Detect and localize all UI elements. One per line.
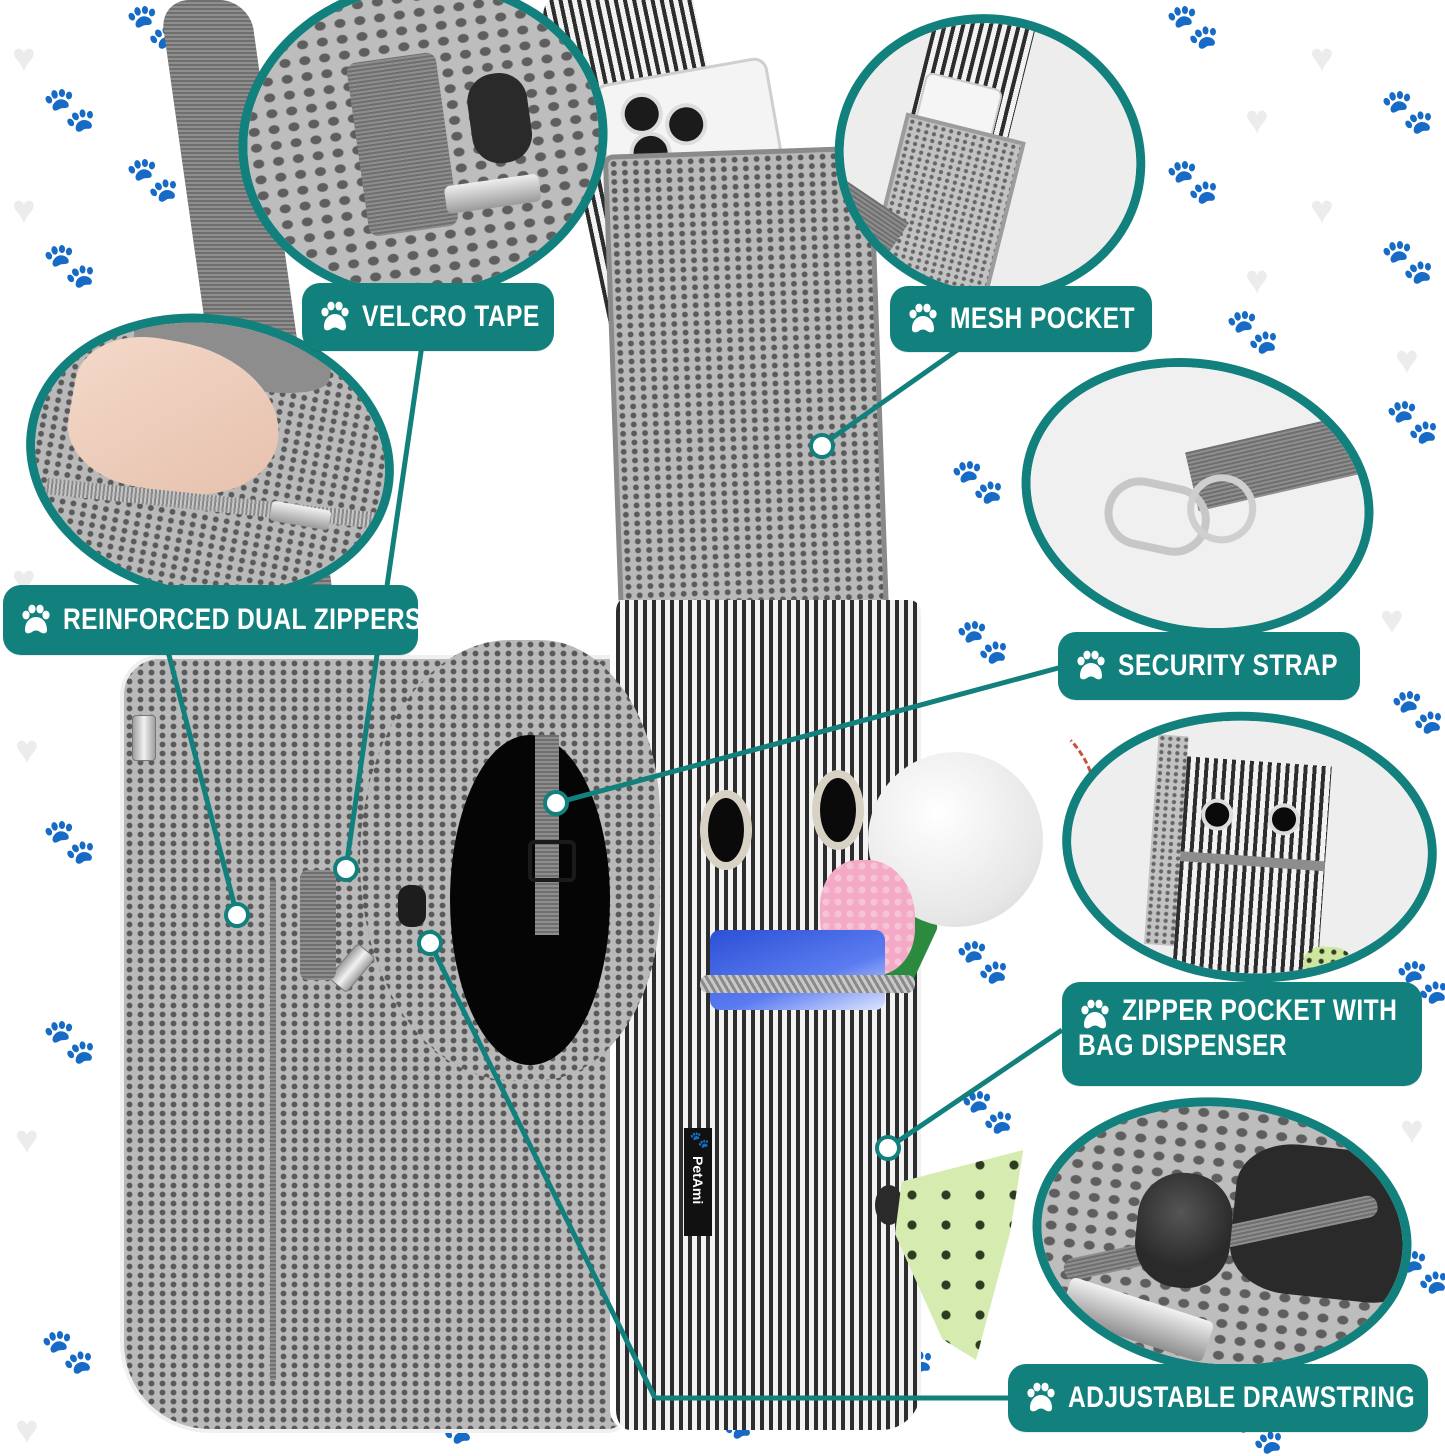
paw-icon (1077, 650, 1105, 680)
heart-icon: ♥ (12, 36, 36, 80)
label-text-line1: ZIPPER POCKET WITH (1122, 994, 1398, 1027)
label-reinforced-dual-zippers: REINFORCED DUAL ZIPPERS (3, 585, 421, 655)
paw-icon: 🐾 (42, 817, 97, 866)
label-text: MESH POCKET (950, 301, 1135, 335)
paw-icon: 🐾 (1390, 687, 1445, 736)
paw-icon: 🐾 (125, 155, 180, 204)
brand-tag: 🐾 PetAmi (684, 1128, 712, 1236)
paw-icon: 🐾 (40, 1327, 95, 1376)
strap-buckle (528, 840, 576, 882)
paw-icon: 🐾 (950, 457, 1005, 506)
paw-icon: 🐾 (960, 1087, 1015, 1136)
label-zipper-pocket-bag-dispenser: ZIPPER POCKET WITH BAG DISPENSER (1062, 982, 1422, 1086)
drawstring-toggle (398, 885, 426, 927)
heart-icon: ♥ (1380, 598, 1404, 642)
label-text: REINFORCED DUAL ZIPPERS (63, 602, 422, 636)
paw-icon: 🐾 (1165, 157, 1220, 206)
pocket-zipper (700, 975, 915, 993)
label-mesh-pocket: MESH POCKET (890, 286, 1152, 352)
paw-icon (1081, 999, 1109, 1029)
label-text-line2: BAG DISPENSER (1078, 1028, 1288, 1062)
waste-bag-roll (710, 930, 885, 1010)
heart-icon: ♥ (1310, 36, 1334, 80)
label-text: VELCRO TAPE (362, 299, 540, 333)
heart-icon: ♥ (12, 188, 36, 232)
paw-icon: 🐾 (42, 85, 97, 134)
brand-tag-text: PetAmi (690, 1155, 706, 1204)
heart-icon: ♥ (1245, 258, 1269, 302)
paw-icon (321, 301, 349, 331)
brand-paw-icon: 🐾 (690, 1132, 707, 1152)
paw-icon: 🐾 (42, 1017, 97, 1066)
heart-icon: ♥ (1245, 98, 1269, 142)
zipper-pull (132, 715, 156, 761)
air-vent-grommet (812, 770, 864, 850)
air-vent-grommet (700, 790, 752, 870)
bag-striped-side (610, 600, 921, 1430)
camera-lens (617, 89, 667, 139)
heart-icon: ♥ (1395, 338, 1419, 382)
paw-icon: 🐾 (1380, 87, 1435, 136)
label-text-group: ZIPPER POCKET WITH BAG DISPENSER (1078, 994, 1445, 1063)
heart-icon: ♥ (15, 1118, 39, 1162)
paw-icon: 🐾 (1165, 2, 1220, 51)
inset-drawstring-closeup (1018, 1078, 1426, 1393)
paw-icon (1027, 1382, 1055, 1412)
label-adjustable-drawstring: ADJUSTABLE DRAWSTRING (1008, 1364, 1428, 1432)
drawstring-cord (270, 880, 276, 1380)
paw-icon: 🐾 (955, 617, 1010, 666)
label-text: SECURITY STRAP (1118, 648, 1338, 682)
heart-icon: ♥ (15, 1408, 39, 1452)
camera-lens (661, 100, 711, 149)
paw-icon (909, 303, 937, 333)
paw-icon: 🐾 (42, 241, 97, 290)
label-velcro-tape: VELCRO TAPE (302, 283, 554, 351)
heart-icon: ♥ (1310, 188, 1334, 232)
heart-icon: ♥ (15, 728, 39, 772)
head-opening (450, 735, 610, 1065)
paw-icon: 🐾 (1385, 397, 1440, 446)
paw-icon: 🐾 (1380, 237, 1435, 286)
velcro-flap (300, 870, 336, 980)
label-security-strap: SECURITY STRAP (1058, 632, 1360, 700)
paw-icon (22, 604, 50, 634)
paw-icon: 🐾 (1225, 307, 1280, 356)
label-text: ADJUSTABLE DRAWSTRING (1068, 1380, 1416, 1414)
inset-zipper-pocket-closeup (1053, 699, 1445, 995)
paw-icon: 🐾 (955, 937, 1010, 986)
security-strap (535, 735, 559, 935)
